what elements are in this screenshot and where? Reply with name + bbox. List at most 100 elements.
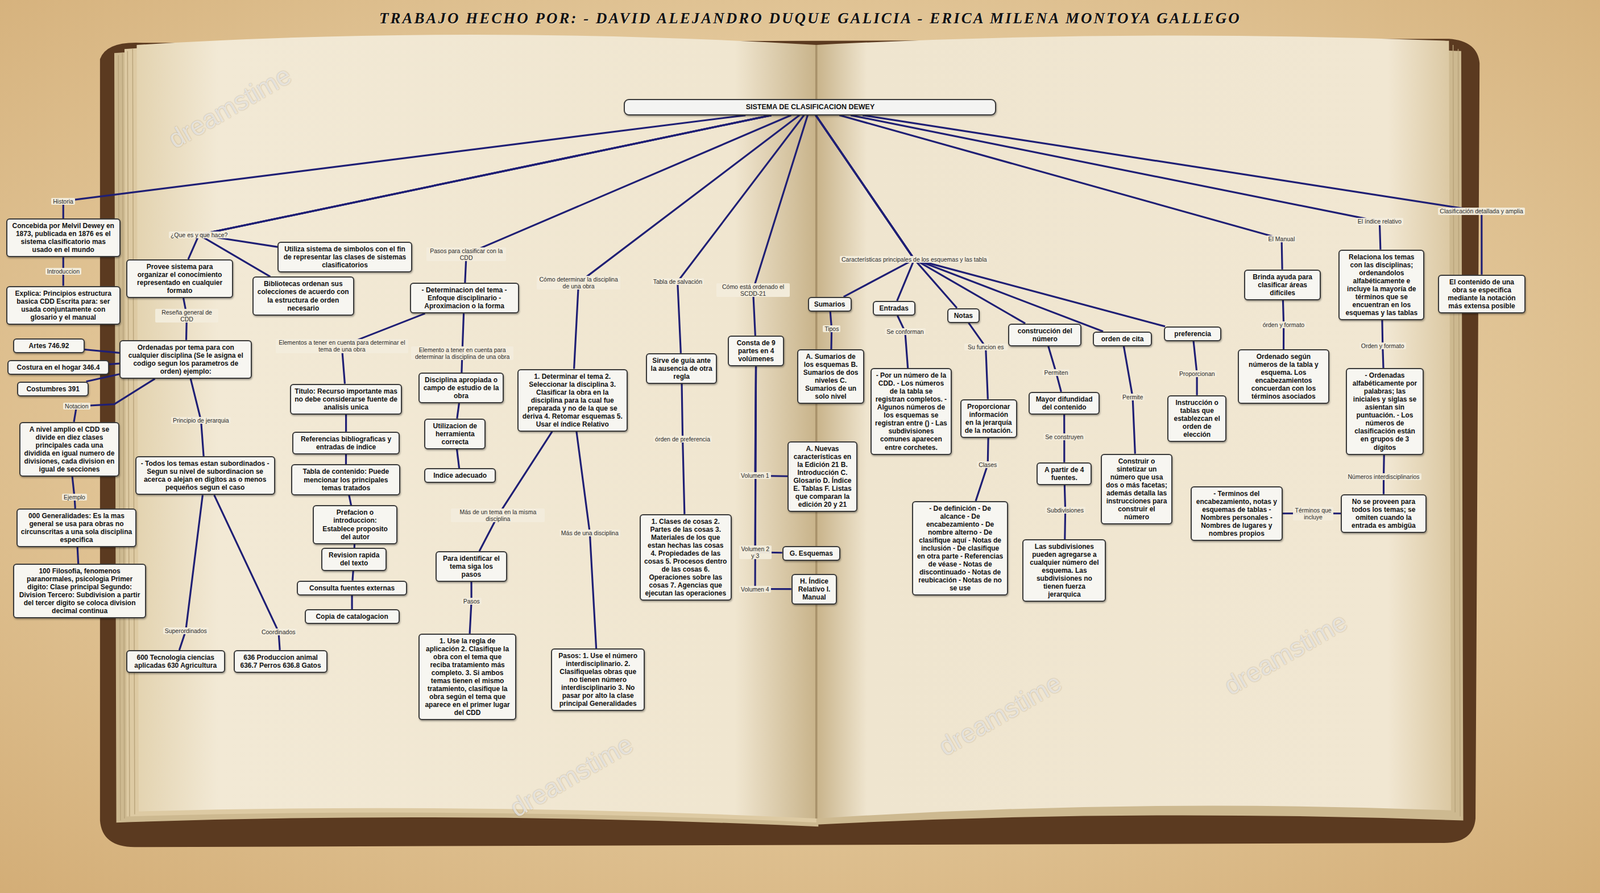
connector-line <box>353 544 356 549</box>
concept-box: Para identificar el tema siga los pasos <box>435 550 508 582</box>
concept-box: A. Nuevas características en la Edición … <box>787 441 857 512</box>
concept-text: Copia de catalogacion <box>309 612 396 621</box>
concept-box: Ordenado según números de la tabla y esq… <box>1237 349 1330 404</box>
concept-text: - Ordenadas alfabéticamente por palabras… <box>1350 371 1419 451</box>
concept-text: Instrucción o tablas que establezcan el … <box>1171 398 1222 439</box>
connector-line <box>815 115 1026 324</box>
watermark: dreamstime <box>1219 605 1353 701</box>
concept-text: 636 Produccion animal 636.7 Perros 636.8… <box>238 653 323 670</box>
concept-text: Provee sistema para organizar el conocim… <box>130 262 229 295</box>
concept-box: El contenido de una obra se especifica m… <box>1437 274 1526 314</box>
link-phrase: Su funcion es <box>964 343 1007 351</box>
link-phrase: Volumen 1 <box>739 471 772 479</box>
concept-box: Titulo: Recurso importante mas no debe c… <box>289 383 402 415</box>
concept-box: Provee sistema para organizar el conocim… <box>126 259 234 298</box>
connector-line <box>457 403 460 419</box>
concept-box: Consulta fuentes externas <box>296 580 408 596</box>
connector-line <box>350 595 353 609</box>
concept-text: Costura en el hogar 346.4 <box>11 363 105 372</box>
link-phrase: Elementos a tener en cuenta para determi… <box>275 338 409 353</box>
concept-text: Concebida por Melvil Dewey en 1873, publ… <box>10 221 116 254</box>
concept-box: Artes 746.92 <box>13 338 85 354</box>
connector-line <box>465 115 792 283</box>
concept-box: Utiliza sistema de simbolos con el fin d… <box>277 241 413 273</box>
concept-box: Mayor difundidad del contenido <box>1028 391 1101 415</box>
link-phrase: Proporcionan <box>1177 370 1217 377</box>
link-phrase: Permite <box>1120 393 1145 401</box>
connector-line <box>574 115 800 370</box>
concept-box: Sirve de guía ante la ausencia de otra r… <box>645 353 718 384</box>
connector-line <box>345 454 347 465</box>
link-phrase: Se conforman <box>884 328 926 335</box>
connector-line <box>86 374 120 382</box>
concept-text: Prefacion o introduccion: Establece prop… <box>317 508 393 541</box>
concept-text: Ordenadas por tema para con cualquier di… <box>123 343 248 376</box>
concept-box: - De definición - De alcance - De encabe… <box>912 500 1009 596</box>
link-phrase: Notacion <box>63 402 90 410</box>
concept-text: 600 Tecnologia ciencias aplicadas 630 Ag… <box>130 653 221 670</box>
concept-text: H. Índice Relativo I. Manual <box>796 577 833 601</box>
concept-box: 636 Produccion animal 636.7 Perros 636.8… <box>233 649 328 673</box>
watermark: dreamstime <box>504 727 639 823</box>
connector-line <box>755 366 783 553</box>
connector-line <box>352 570 354 581</box>
link-phrase: Pasos <box>461 597 482 605</box>
link-phrase: Se construyen <box>1043 433 1085 441</box>
connector-line <box>839 115 1283 270</box>
link-phrase: Reseña general de CDD <box>155 308 219 323</box>
link-phrase: Introduccion <box>45 267 82 275</box>
connector-line <box>199 115 772 277</box>
concept-text: Notas <box>951 311 976 320</box>
concept-text: Consulta fuentes externas <box>301 583 403 592</box>
connector-line <box>345 414 347 432</box>
concept-text: Mayor difundidad del contenido <box>1033 395 1096 412</box>
concept-text: 1. Determinar el tema 2. Seleccionar la … <box>521 372 624 429</box>
link-phrase: Orden y formato <box>1359 342 1407 350</box>
concept-text: SISTEMA DE CLASIFICACION DEWEY <box>629 102 991 112</box>
concept-box: - Determinacion del tema - Enfoque disci… <box>409 282 520 314</box>
concept-box: 1. Clases de cosas 2. Partes de las cosa… <box>639 514 732 601</box>
left-page <box>136 34 816 819</box>
link-phrase: órden y formato <box>1261 321 1307 329</box>
concept-text: orden de cita <box>1097 334 1148 343</box>
concept-text: A. Sumarios de los esquemas B. Sumarios … <box>801 352 860 401</box>
concept-text: Ordenado según números de la tabla y esq… <box>1242 352 1326 401</box>
connector-line <box>469 581 472 634</box>
page-edge-line <box>132 48 135 815</box>
concept-text: 100 Filosofia, fenomenos paranormales, p… <box>17 566 142 615</box>
concept-text: No se proveen para todos los temas; se o… <box>1345 497 1423 530</box>
concept-text: Las subdivisiones pueden agregarse a cua… <box>1026 542 1102 599</box>
connector-line <box>457 449 460 468</box>
concept-box: - Ordenadas alfabéticamente por palabras… <box>1345 367 1424 455</box>
concept-box: Tabla de contenido: Puede mencionar los … <box>291 463 401 495</box>
concept-box: Sumarios <box>807 296 852 312</box>
concept-box: preferencia <box>1163 326 1222 342</box>
connector-line <box>815 115 957 309</box>
concept-text: construcción del número <box>1012 326 1077 343</box>
concept-text: Revision rapida del texto <box>325 550 383 567</box>
connector-line <box>681 383 685 515</box>
concept-text: A nivel amplio el CDD se divide en diez … <box>23 425 115 474</box>
concept-text: Sirve de guía ante la ausencia de otra r… <box>650 356 714 381</box>
concept-box: Consta de 9 partes en 4 volúmenes <box>727 335 785 367</box>
connector-line <box>188 115 772 260</box>
link-phrase: órden de preferencia <box>653 435 712 443</box>
link-phrase: El índice relativo <box>1356 217 1404 225</box>
link-phrase: Números interdisciplinarios <box>1346 473 1422 480</box>
concept-text: El contenido de una obra se especifica m… <box>1442 278 1521 310</box>
page-edge-line <box>122 52 125 819</box>
concept-text: Consta de 9 partes en 4 volúmenes <box>732 338 780 363</box>
concept-box: Proporcionar información en la jerarquía… <box>960 399 1018 438</box>
concept-box: construcción del número <box>1008 323 1082 347</box>
concept-text: Costumbres 391 <box>21 384 85 393</box>
concept-box: Disciplina apropiada o campo de estudio … <box>418 372 505 404</box>
concept-box: Brinda ayuda para clasificar áreas difíc… <box>1244 269 1321 301</box>
link-phrase: Clases <box>976 461 999 468</box>
connector-line <box>677 115 804 354</box>
link-phrase: Más de una disciplina <box>559 529 621 537</box>
connector-line <box>576 431 597 649</box>
concept-text: Explica: Principios estructura basica CD… <box>10 289 116 322</box>
concept-text: Disciplina apropiada o campo de estudio … <box>423 375 500 400</box>
